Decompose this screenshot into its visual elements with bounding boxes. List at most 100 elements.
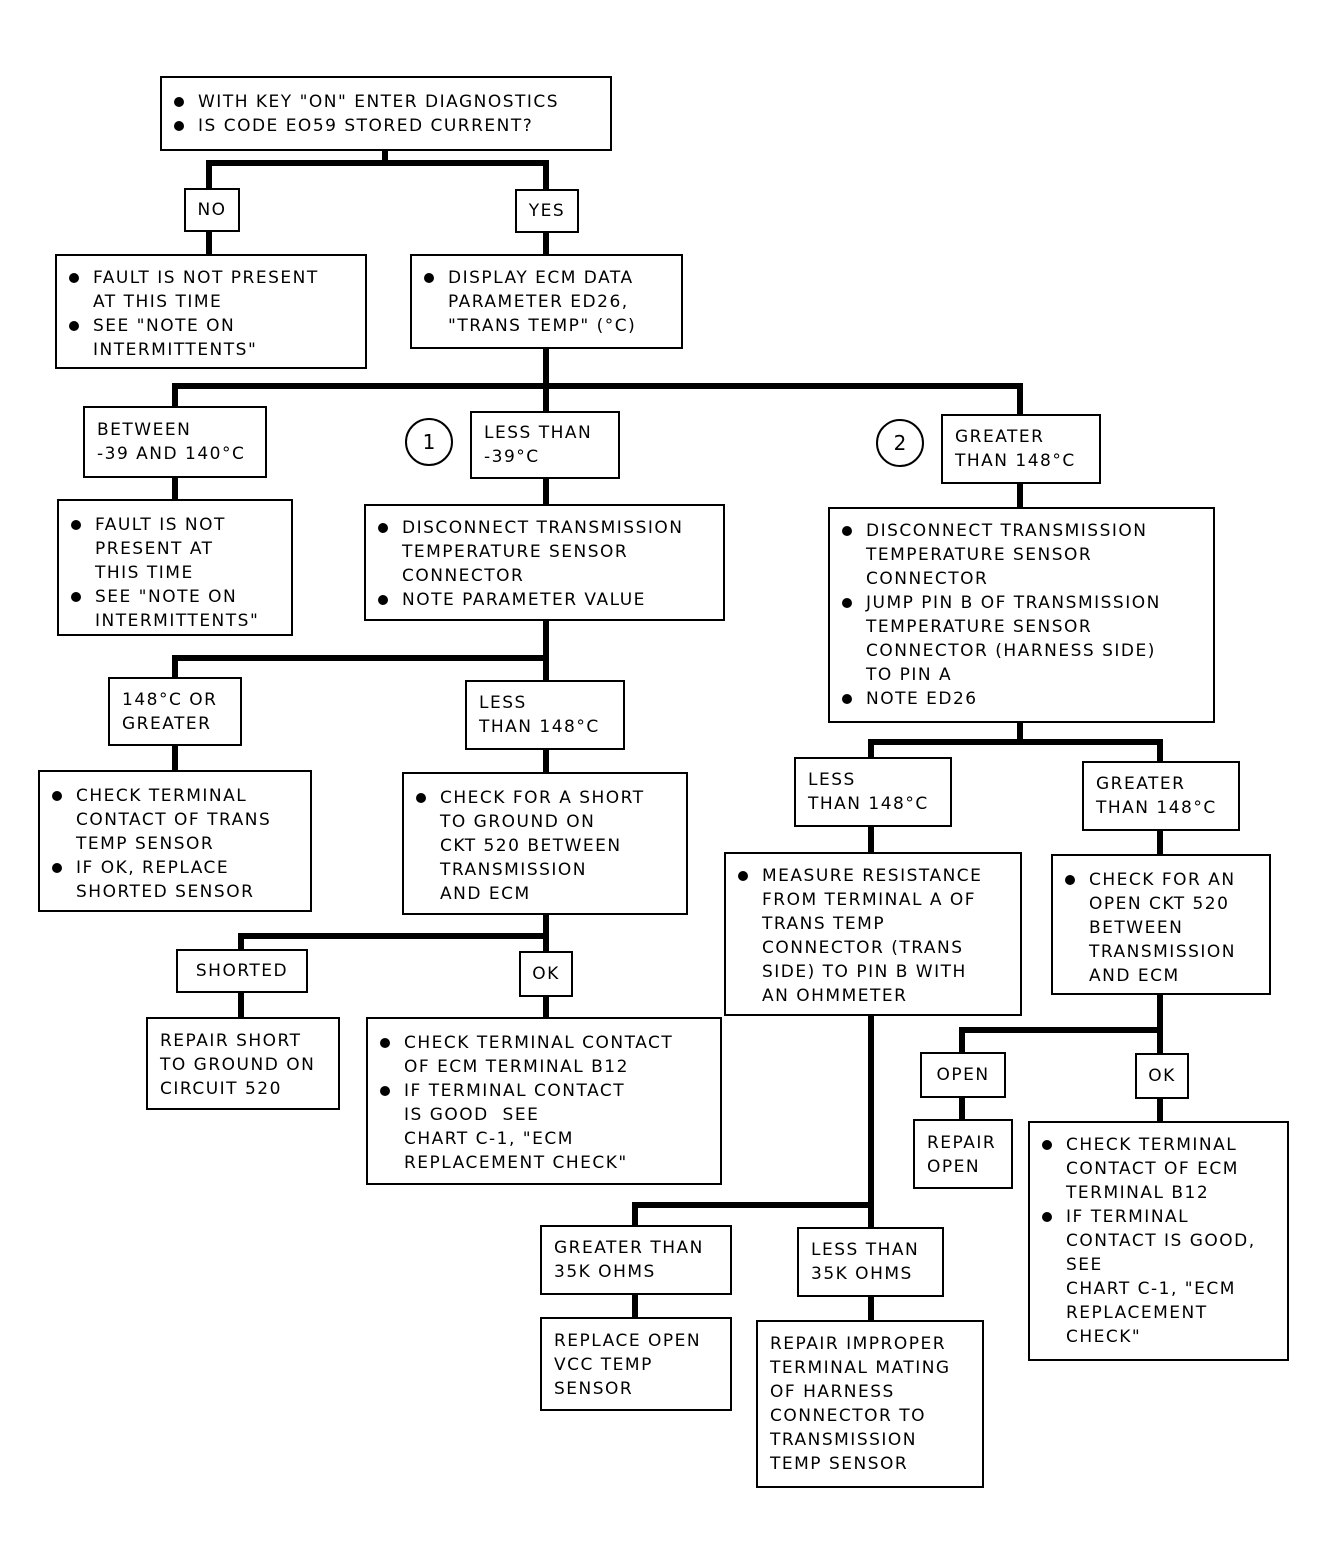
text-line: CHART C-1, "ECM: [404, 1129, 574, 1149]
bullet-icon: [842, 694, 852, 704]
text-line: INTERMITTENTS": [95, 611, 260, 631]
text-line: NOTE PARAMETER VALUE: [402, 590, 646, 610]
text-line: CONTACT OF TRANS: [76, 810, 272, 830]
text-line: TRANSMISSION: [440, 860, 588, 880]
text-line: TEMPERATURE SENSOR: [866, 545, 1093, 565]
text-line: SEE "NOTE ON: [95, 587, 238, 607]
text-line: SEE "NOTE ON: [93, 316, 236, 336]
bullet-icon: [1065, 875, 1075, 885]
text-line: OF HARNESS: [770, 1382, 895, 1402]
text-line: CHECK FOR A SHORT: [440, 788, 645, 808]
text-line: CONNECTOR (TRANS: [762, 938, 964, 958]
bullet-icon: [380, 1086, 390, 1096]
text-line: GREATER: [122, 713, 212, 734]
between-label: BETWEEN-39 AND 140°C: [83, 406, 267, 478]
open-text: OPEN: [936, 1065, 990, 1085]
ok-right-label: OK: [1135, 1053, 1189, 1099]
text-line: IF TERMINAL CONTACT: [404, 1081, 626, 1101]
bullet-icon: [738, 871, 748, 881]
text-line: TEMP SENSOR: [76, 834, 215, 854]
text-line: TO GROUND ON: [440, 812, 596, 832]
text-line: SENSOR: [554, 1379, 634, 1399]
text-line: REPAIR SHORT: [160, 1031, 302, 1051]
step-2-circle: 2: [876, 419, 924, 467]
text-line: BETWEEN: [1089, 918, 1184, 938]
bullet-text: JUMP PIN B OF TRANSMISSION TEMPERATURE SE…: [866, 591, 1161, 687]
text-line: MEASURE RESISTANCE: [762, 866, 983, 886]
text-line: TEMPERATURE SENSOR: [866, 617, 1093, 637]
text-line: THIS TIME: [95, 563, 194, 583]
text-line: AT THIS TIME: [93, 292, 223, 312]
shorted-label: SHORTED: [176, 949, 308, 993]
text-line: THAN 148°C: [1096, 798, 1217, 818]
text-line: GREATER: [1096, 774, 1186, 794]
text-line: CONNECTOR TO: [770, 1406, 927, 1426]
bullet-icon: [1042, 1212, 1052, 1222]
bullet-icon: [174, 121, 184, 131]
text-line: THAN 148°C: [479, 717, 600, 737]
bullet-icon: [1042, 1140, 1052, 1150]
step-2-number: 2: [893, 431, 907, 455]
text-line: DISPLAY ECM DATA: [448, 268, 634, 288]
bullet-item: FAULT IS NOT PRESENT AT THIS TIME: [69, 266, 365, 314]
text-line: TRANSMISSION: [770, 1430, 918, 1450]
text-line: CONNECTOR (HARNESS SIDE): [866, 641, 1156, 661]
bullet-item: IS CODE EO59 STORED CURRENT?: [174, 114, 610, 138]
text-line: CHECK": [1066, 1327, 1142, 1347]
bullet-icon: [71, 520, 81, 530]
bullet-text: NOTE PARAMETER VALUE: [402, 588, 646, 612]
text-line: TEMPERATURE SENSOR: [402, 542, 629, 562]
text-line: IS GOOD SEE: [404, 1105, 540, 1125]
text-line: TO GROUND ON: [160, 1055, 316, 1075]
ok-right-text: OK: [1148, 1066, 1176, 1086]
greater-than-148-right-label: GREATER THAN 148°C: [1082, 761, 1240, 831]
text-line: TERMINAL B12: [1066, 1183, 1210, 1203]
ok-left-label: OK: [519, 951, 573, 997]
text-line: VCC TEMP: [554, 1355, 653, 1375]
bullet-icon: [174, 97, 184, 107]
text-line: SIDE) TO PIN B WITH: [762, 962, 967, 982]
text-line: -39°C: [484, 447, 540, 467]
text-line: CONNECTOR: [402, 566, 525, 586]
text-line: TERMINAL MATING: [770, 1358, 951, 1378]
text-line: -39 AND 140°C: [97, 444, 246, 464]
text-line: TO PIN A: [866, 665, 953, 685]
text-line: INTERMITTENTS": [93, 340, 258, 360]
text-line: LESS: [479, 693, 527, 713]
text-line: 35K OHMS: [554, 1262, 656, 1282]
text-line: IF TERMINAL: [1066, 1207, 1190, 1227]
text-line: JUMP PIN B OF TRANSMISSION: [866, 593, 1161, 613]
bullet-icon: [378, 523, 388, 533]
text-line: REPLACEMENT CHECK": [404, 1153, 628, 1173]
text-line: THAN 148°C: [808, 794, 929, 814]
bullet-text: IF TERMINAL CONTACT IS GOOD SEE CHART C-1,…: [404, 1079, 628, 1175]
fault-not-present-box: FAULT IS NOT PRESENT AT THIS TIME SEE "NOT…: [55, 254, 367, 369]
text-line: SHORTED SENSOR: [76, 882, 255, 902]
text-line: FAULT IS NOT PRESENT: [93, 268, 319, 288]
text-line: REPLACE OPEN: [554, 1331, 702, 1351]
text-line: FAULT IS NOT: [95, 515, 226, 535]
